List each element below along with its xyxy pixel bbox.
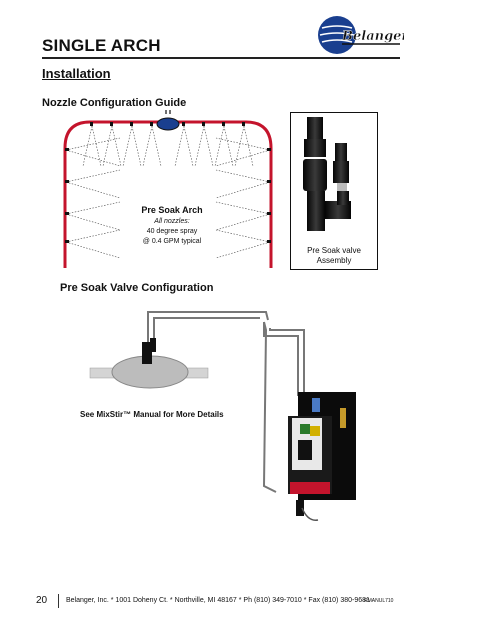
svg-text:Belanger: Belanger bbox=[341, 29, 404, 44]
left-spray-patterns bbox=[65, 137, 121, 259]
belanger-logo: Belanger bbox=[316, 14, 410, 61]
supply-tubing bbox=[147, 311, 305, 493]
mixstir-unit-icon bbox=[288, 392, 356, 516]
tank-valve-icon bbox=[142, 342, 152, 364]
right-spray-patterns bbox=[215, 137, 271, 259]
valve-caption-line1: Pre Soak valve bbox=[307, 246, 361, 255]
arch-flow-rate: @ 0.4 GPM typical bbox=[142, 238, 202, 245]
valve-config-title: Pre Soak Valve Configuration bbox=[60, 282, 214, 294]
section-title: Installation bbox=[42, 66, 111, 81]
valve-assembly-icon bbox=[303, 117, 351, 231]
valve-caption-line2: Assembly bbox=[316, 256, 352, 265]
valve-configuration-diagram bbox=[89, 311, 356, 521]
valve-assembly-caption: Pre Soak valve Assembly bbox=[290, 246, 378, 266]
side-nozzles bbox=[65, 148, 271, 243]
footer-divider bbox=[58, 594, 59, 608]
nozzle-guide-title: Nozzle Configuration Guide bbox=[42, 97, 187, 109]
title-divider bbox=[42, 57, 400, 59]
arch-label-block: Pre Soak Arch All nozzles: 40 degree spr… bbox=[118, 205, 226, 247]
footer-doc-code: RMANUL710 bbox=[364, 598, 394, 604]
top-spray-patterns bbox=[82, 125, 254, 167]
center-valve-icon bbox=[156, 117, 180, 131]
top-nozzles bbox=[90, 122, 245, 126]
page-title: SINGLE ARCH bbox=[42, 36, 161, 55]
arch-spray-angle: 40 degree spray bbox=[146, 228, 198, 235]
arch-nozzle-note: All nozzles: bbox=[154, 218, 190, 225]
pre-soak-arch-diagram bbox=[63, 110, 273, 268]
arch-label: Pre Soak Arch bbox=[141, 205, 203, 215]
footer-address: Belanger, Inc. * 1001 Doheny Ct. * North… bbox=[66, 597, 370, 604]
mixstir-manual-note: See MixStir™ Manual for More Details bbox=[80, 410, 224, 419]
page-number: 20 bbox=[36, 595, 48, 606]
valve-assembly-photo bbox=[290, 112, 378, 270]
